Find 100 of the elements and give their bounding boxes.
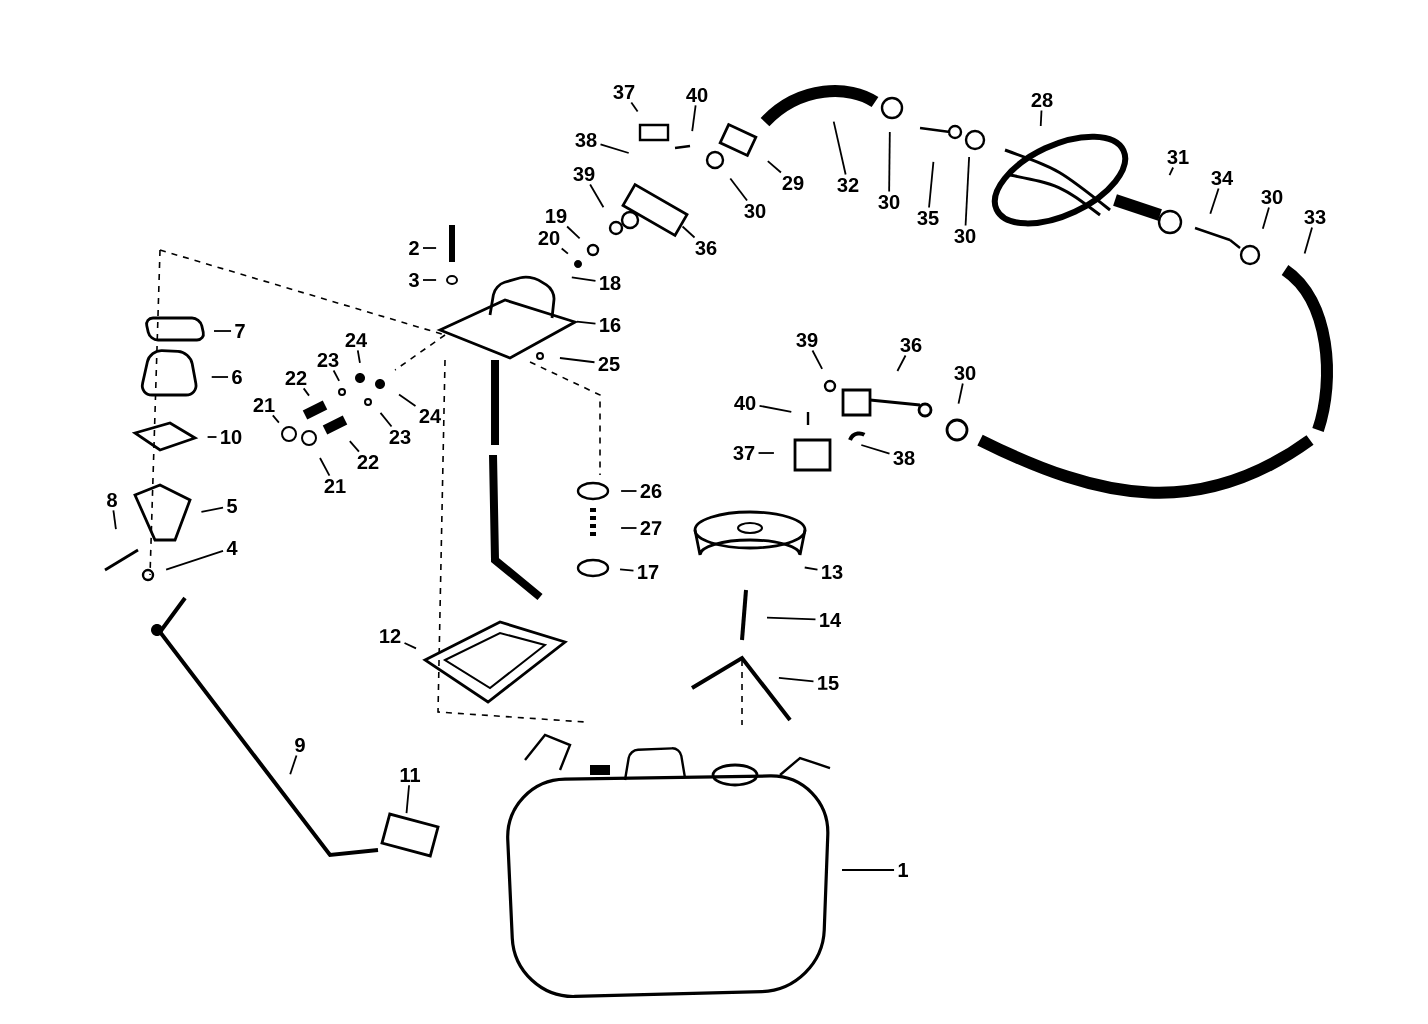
callout-number: 38 bbox=[575, 132, 597, 148]
callout-number: 38 bbox=[893, 450, 915, 466]
callout-number: 36 bbox=[900, 337, 922, 353]
callout-number: 8 bbox=[107, 492, 117, 508]
callout-number: 39 bbox=[796, 332, 818, 348]
leader-line bbox=[896, 354, 907, 372]
leader-line bbox=[302, 387, 310, 397]
callout-number: 24 bbox=[419, 409, 441, 423]
callout-number: 21 bbox=[324, 479, 346, 493]
leader-line bbox=[964, 156, 970, 227]
leader-line bbox=[566, 225, 581, 240]
leader-line bbox=[619, 568, 635, 572]
leader-line bbox=[559, 357, 596, 364]
callout-number: 6 bbox=[232, 369, 242, 385]
leader-line bbox=[599, 143, 630, 154]
callout-number: 14 bbox=[820, 613, 841, 627]
callout-number: 36 bbox=[695, 240, 717, 256]
leader-line bbox=[332, 369, 340, 382]
leader-line bbox=[271, 414, 280, 424]
callout-number: 2 bbox=[409, 241, 419, 255]
leader-line bbox=[620, 490, 638, 492]
leader-line bbox=[766, 160, 782, 174]
callout-number: 4 bbox=[226, 541, 238, 555]
callout-number: 21 bbox=[253, 398, 275, 412]
leader-line bbox=[213, 330, 232, 332]
leader-line bbox=[620, 527, 638, 529]
leader-line bbox=[210, 376, 229, 378]
callout-number: 40 bbox=[686, 87, 708, 103]
callout-number: 11 bbox=[400, 768, 421, 782]
leader-line bbox=[576, 320, 597, 325]
callout-number: 26 bbox=[640, 483, 662, 499]
callout-number: 18 bbox=[600, 275, 621, 291]
callout-number: 10 bbox=[221, 429, 242, 445]
callout-number: 30 bbox=[954, 228, 976, 244]
leader-line bbox=[398, 393, 417, 407]
leader-line bbox=[729, 177, 748, 202]
callout-number: 30 bbox=[1261, 189, 1283, 205]
leader-line bbox=[405, 784, 410, 814]
leader-line bbox=[888, 131, 891, 193]
leader-line bbox=[1303, 226, 1313, 255]
leader-line bbox=[422, 247, 437, 249]
leader-line bbox=[766, 616, 817, 621]
callout-number: 30 bbox=[954, 365, 976, 381]
leader-line bbox=[758, 404, 793, 413]
leader-line bbox=[570, 276, 597, 282]
leader-line bbox=[1261, 206, 1270, 230]
leader-line bbox=[691, 104, 697, 132]
leader-line bbox=[841, 869, 895, 871]
leader-line bbox=[348, 440, 360, 453]
callout-number: 28 bbox=[1031, 92, 1053, 108]
leader-line bbox=[1209, 187, 1220, 215]
leader-line bbox=[422, 279, 437, 281]
leader-line bbox=[957, 382, 964, 405]
leader-line bbox=[860, 444, 891, 455]
callout-number: 33 bbox=[1304, 209, 1326, 225]
callout-number: 37 bbox=[733, 445, 755, 461]
callout-number: 1 bbox=[898, 863, 908, 877]
callout-number: 5 bbox=[227, 499, 237, 513]
callout-number: 24 bbox=[345, 333, 367, 347]
leader-line bbox=[803, 566, 819, 571]
leader-line bbox=[1039, 109, 1043, 127]
callout-number: 7 bbox=[235, 324, 245, 338]
leader-line bbox=[681, 225, 696, 239]
callout-number: 12 bbox=[380, 629, 401, 643]
leader-line bbox=[589, 183, 605, 209]
leader-line bbox=[560, 247, 569, 255]
leader-line bbox=[319, 457, 331, 477]
callout-number: 31 bbox=[1167, 149, 1189, 165]
callout-number: 39 bbox=[573, 166, 595, 182]
leader-line bbox=[811, 349, 823, 370]
callout-number: 30 bbox=[878, 194, 900, 210]
callout-number: 9 bbox=[295, 737, 305, 753]
leader-line bbox=[403, 642, 417, 650]
callout-number: 20 bbox=[538, 230, 560, 246]
leader-line bbox=[832, 120, 847, 176]
leader-line bbox=[200, 506, 224, 513]
callout-number: 3 bbox=[408, 272, 419, 288]
callout-number: 30 bbox=[744, 203, 766, 219]
leader-line bbox=[112, 509, 117, 531]
callout-number: 17 bbox=[638, 565, 659, 579]
leader-line bbox=[206, 436, 218, 438]
leader-line bbox=[356, 349, 361, 364]
callout-number: 19 bbox=[546, 208, 567, 224]
leader-line bbox=[379, 412, 393, 428]
leader-line bbox=[165, 550, 224, 571]
callout-number: 27 bbox=[640, 521, 662, 535]
callout-number: 25 bbox=[598, 356, 620, 372]
callout-number: 23 bbox=[389, 429, 411, 445]
leader-line bbox=[757, 452, 775, 454]
callout-number: 40 bbox=[734, 395, 756, 411]
leader-line bbox=[1168, 166, 1174, 177]
leader-line bbox=[630, 101, 639, 113]
callout-number: 22 bbox=[357, 455, 379, 469]
callout-number: 22 bbox=[285, 371, 307, 385]
callout-number: 13 bbox=[822, 564, 843, 580]
callout-number: 34 bbox=[1211, 170, 1233, 186]
leader-line bbox=[778, 676, 815, 683]
callout-number: 16 bbox=[600, 317, 621, 333]
callout-number: 35 bbox=[917, 210, 939, 226]
leader-line bbox=[928, 161, 935, 209]
